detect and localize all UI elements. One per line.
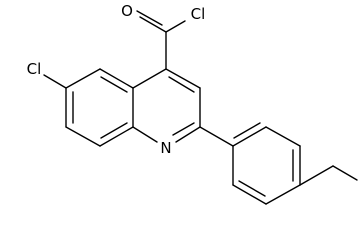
bond xyxy=(132,126,158,143)
oxygen-label: O xyxy=(121,2,133,20)
substituents xyxy=(43,10,186,89)
bond xyxy=(99,126,134,147)
bond xyxy=(100,76,128,93)
chemical-structure: Cl O Cl N xyxy=(27,2,358,205)
bond xyxy=(238,180,266,197)
acyl-chlorine-label: Cl xyxy=(191,5,206,23)
bond xyxy=(139,16,167,33)
bond xyxy=(100,122,128,139)
bond xyxy=(232,184,267,205)
ring-chlorine-label: Cl xyxy=(27,60,42,78)
bond xyxy=(65,126,101,147)
bond xyxy=(172,122,195,136)
benzo-ring xyxy=(65,68,134,147)
bond xyxy=(175,126,201,143)
bond xyxy=(265,126,301,147)
bond xyxy=(299,165,334,186)
bond xyxy=(43,74,67,89)
bond xyxy=(168,76,195,93)
nitrogen-label: N xyxy=(160,139,171,157)
bond xyxy=(165,68,201,89)
bond xyxy=(99,68,134,89)
bond xyxy=(232,126,267,147)
bond xyxy=(199,126,234,147)
bond xyxy=(132,68,167,89)
ethylphenyl-ring xyxy=(199,122,358,205)
bond xyxy=(332,165,358,181)
pyridine-ring xyxy=(132,68,201,143)
bond xyxy=(265,184,301,205)
bond xyxy=(165,20,186,33)
bond xyxy=(233,122,261,139)
bond xyxy=(65,68,101,89)
bond xyxy=(136,10,163,26)
